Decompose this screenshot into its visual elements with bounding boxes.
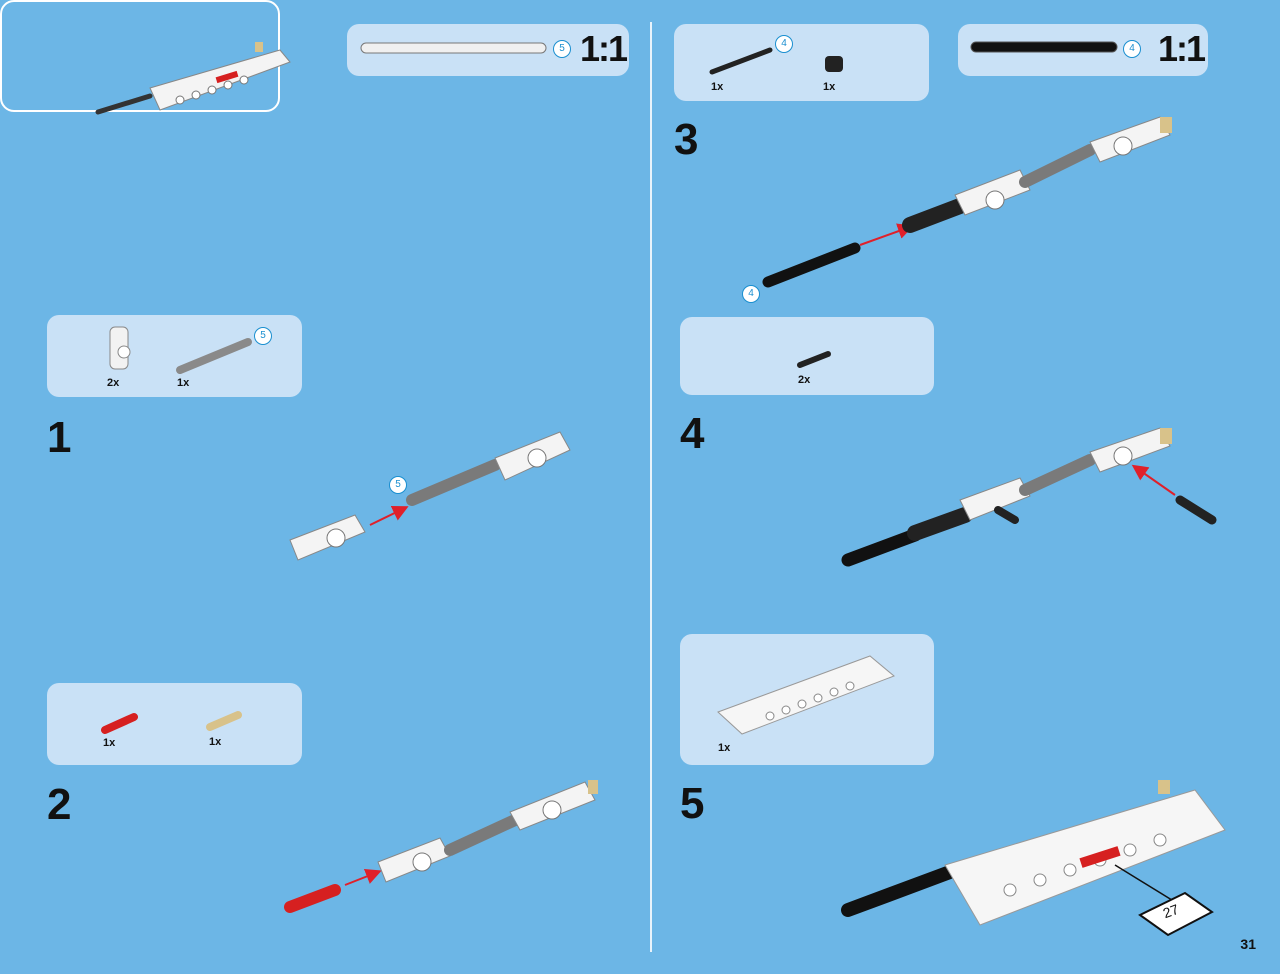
gauge-length-callout-right: 4 bbox=[1123, 40, 1141, 58]
qty-axle-black: 1x bbox=[711, 81, 724, 93]
part-bush-black-image bbox=[825, 56, 843, 72]
part-connector-image bbox=[109, 326, 131, 370]
length-callout-axle-black: 4 bbox=[775, 35, 793, 53]
preview-assembly-image bbox=[95, 42, 291, 115]
part-axle-tan-image bbox=[206, 711, 242, 731]
step-number-2: 2 bbox=[47, 780, 72, 829]
parts-panel-step4 bbox=[680, 317, 934, 395]
gauge-scale-left: 1:1 bbox=[580, 28, 628, 69]
sub-assembly-ref-box bbox=[1138, 891, 1214, 937]
qty-pin-black: 2x bbox=[798, 374, 811, 386]
part-axle-gray-image bbox=[176, 338, 252, 374]
gauge-axle-black-image bbox=[970, 41, 1118, 53]
parts-panel-step2 bbox=[47, 683, 302, 765]
part-axle-red-image bbox=[101, 713, 138, 734]
qty-bush-black: 1x bbox=[823, 81, 836, 93]
part-axle-black-image bbox=[709, 47, 773, 75]
qty-axle-tan: 1x bbox=[209, 736, 222, 748]
part-pin-black-image bbox=[797, 351, 831, 368]
part-white-beam-panel-image bbox=[717, 655, 895, 735]
length-callout-step1: 5 bbox=[389, 476, 407, 494]
qty-axle-gray: 1x bbox=[177, 377, 190, 389]
step5-assembly-image bbox=[841, 780, 1226, 926]
length-callout-step3: 4 bbox=[742, 285, 760, 303]
assembly-preview-frame bbox=[0, 0, 280, 112]
step-number-5: 5 bbox=[680, 779, 705, 828]
gauge-scale-right: 1:1 bbox=[1158, 28, 1206, 69]
qty-connector: 2x bbox=[107, 377, 120, 389]
qty-axle-red: 1x bbox=[103, 737, 116, 749]
step-number-4: 4 bbox=[680, 409, 705, 458]
step3-assembly-image bbox=[762, 116, 1172, 288]
step-number-1: 1 bbox=[47, 413, 72, 462]
parts-panel-step3 bbox=[674, 24, 929, 101]
length-callout-axle-gray: 5 bbox=[254, 327, 272, 345]
page-number: 31 bbox=[1240, 936, 1256, 952]
step1-assembly-image bbox=[289, 431, 571, 561]
gauge-length-callout-left: 5 bbox=[553, 40, 571, 58]
qty-white-beam-panel: 1x bbox=[718, 742, 731, 754]
step-number-3: 3 bbox=[674, 115, 699, 164]
page-divider bbox=[650, 22, 652, 952]
gauge-axle-gray-image bbox=[360, 42, 547, 54]
step4-assembly-image bbox=[841, 427, 1217, 567]
step2-assembly-image bbox=[284, 780, 598, 913]
